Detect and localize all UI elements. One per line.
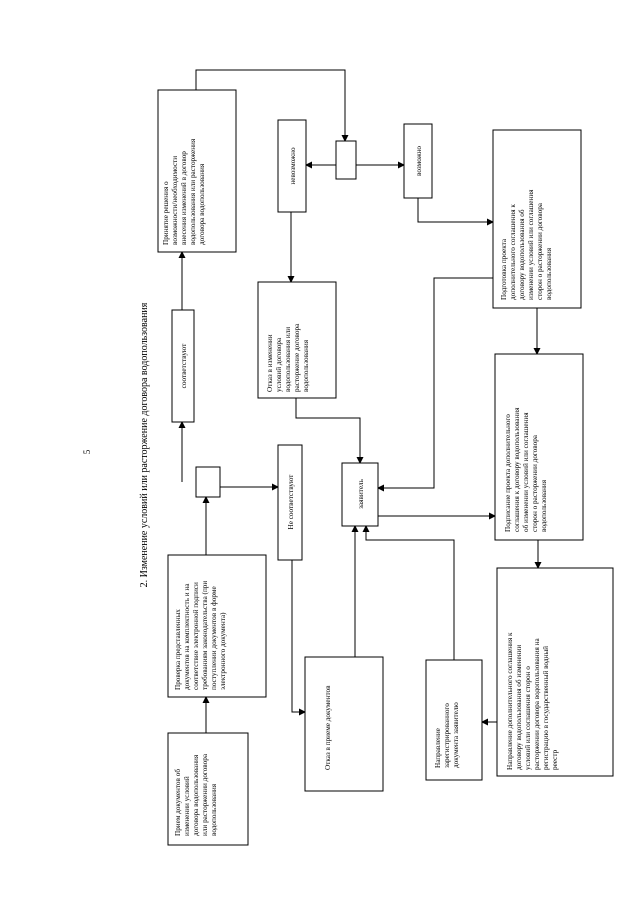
node-possible: возможно [403,123,433,199]
decision-box-compliance [195,466,221,498]
svg-text:Не соответствуют: Не соответствуют [287,474,295,530]
svg-text:заявитель: заявитель [357,478,365,508]
connectors [178,69,542,733]
node-text-line: Проверка представленных [174,609,182,690]
node-text-line: внесения изменений в договор [180,151,188,245]
svg-text:Подготовка проекта доп: Подготовка проекта дополнительного согла… [500,188,553,300]
node-document-check: Проверка представленных документов на ко… [167,554,267,698]
node-text-line: договора водопользования [198,163,206,245]
node-text-line: регистрацию в государственный водный [542,646,550,770]
node-text-line: изменении условий или соглашения [527,189,535,300]
node-text-line: Подписание проекта дополнительного [504,414,512,532]
node-signing: Подписание проекта дополнительного согла… [494,353,584,541]
node-text-line: условий или соглашения сторон о [524,666,532,770]
node-text-line: реестр [551,749,559,770]
node-text-line: соглашения к договору водопользования [513,407,521,532]
node-text-line: Направление дополнительного соглашения к [506,632,514,770]
node-text-line: условий договора [275,337,283,392]
svg-text:возможно: возможно [415,146,423,176]
page-number: 5 [82,449,92,454]
svg-text:Направление зарегистри: Направление зарегистрированного документ… [434,701,460,768]
svg-text:Отказ в изменении усло: Отказ в изменении условий договора водоп… [266,322,310,392]
node-send-to-applicant: Направление зарегистрированного документ… [425,659,483,781]
node-compliant: соответствуют [171,309,195,423]
edge-n4-d2 [195,69,349,142]
node-text-line: зарегистрированного [443,703,451,768]
node-text-line: договору водопользования об [518,209,526,300]
node-decision-making: Принятие решения о возможности/необходим… [157,89,237,253]
node-text-line: поступлении документов в форме [210,586,218,690]
node-text-line: изменении условий [183,776,191,836]
svg-text:Направление дополнительного со: Направление дополнительного соглашения к… [506,631,559,770]
node-text-line: Направление [434,728,442,768]
node-text-line: водопользования [210,783,218,836]
node-text-line: Принятие решения о [162,181,170,245]
node-draft-preparation: Подготовка проекта дополнительного согла… [492,129,582,309]
node-text-line: договору водопользования об изменении [515,645,523,770]
node-text-line: водопользования или расторжения [189,138,197,245]
node-text-line: об изменении условий или соглашения [522,412,530,532]
node-text-line: документа заявителю [452,702,460,768]
svg-text:невозможно: невозможно [289,147,297,184]
node-text-line: заявитель [357,478,365,508]
node-text-line: расторжение договора [293,323,301,392]
svg-text:Отказ в приеме документов: Отказ в приеме документов [324,685,332,770]
node-text-line: соответствуют [180,343,188,389]
edge-n5-n6 [291,560,306,716]
svg-text:соответствуют: соответствуют [180,343,188,389]
node-text-line: договора водопользования [192,754,200,836]
edge-n9-n11 [295,398,364,464]
node-text-line: Отказ в приеме документов [324,685,332,770]
node-text-line: водопользования [545,247,553,300]
node-text-line: невозможно [289,147,297,184]
edge-n10-n11 [377,277,493,492]
node-text-line: сторон о расторжении договора [536,202,544,300]
decision-box-possibility [335,140,357,180]
node-text-line: соответствие электронной подписи [192,582,200,690]
node-not-compliant: Не соответствуют [277,444,303,561]
node-text-line: Подготовка проекта [500,238,508,300]
node-text-line: водопользования [302,339,310,392]
node-impossible: невозможно [277,119,307,213]
svg-text:Принятие решения о воз: Принятие решения о возможности/необходим… [162,137,206,245]
svg-text:Прием документов об из: Прием документов об изменении условий до… [174,752,218,836]
node-send-to-registry: Направление дополнительного соглашения к… [496,567,614,777]
node-text-line: или расторжении договора [201,753,209,836]
node-text-line: дополнительного соглашения к [509,204,517,300]
node-acceptance: Прием документов об изменении условий до… [167,732,249,846]
edge-n13-n11 [362,525,455,660]
svg-text:Проверка представленных: Проверка представленных документов на ко… [174,579,227,690]
node-text-line: водопользования [540,479,548,532]
node-text-line: водопользования или [284,327,292,392]
node-text-line: возможности/необходимости [171,156,179,245]
node-refusal-acceptance: Отказ в приеме документов [304,656,384,792]
node-text-line: электронного документа) [219,612,227,690]
node-text-line: Отказ в изменении [266,334,274,392]
node-text-line: расторжении договора водопользования на [533,638,541,770]
node-applicant: заявитель [341,462,379,527]
node-text-line: требованиям законодательства (при [201,581,209,690]
node-text-line: Не соответствуют [287,474,295,530]
node-text-line: Прием документов об [174,769,182,836]
section-title: 2. Изменение условий или расторжение дог… [139,302,150,587]
node-text-line: документов на комплектность и на [183,583,191,690]
node-text-line: сторон о расторжении договора [531,434,539,532]
node-text-line: возможно [415,146,423,176]
node-refusal-change: Отказ в изменении условий договора водоп… [257,281,337,399]
svg-text:Подписание проекта дополнитель: Подписание проекта дополнительного согла… [504,406,548,532]
edge-n8-n10 [417,198,494,226]
